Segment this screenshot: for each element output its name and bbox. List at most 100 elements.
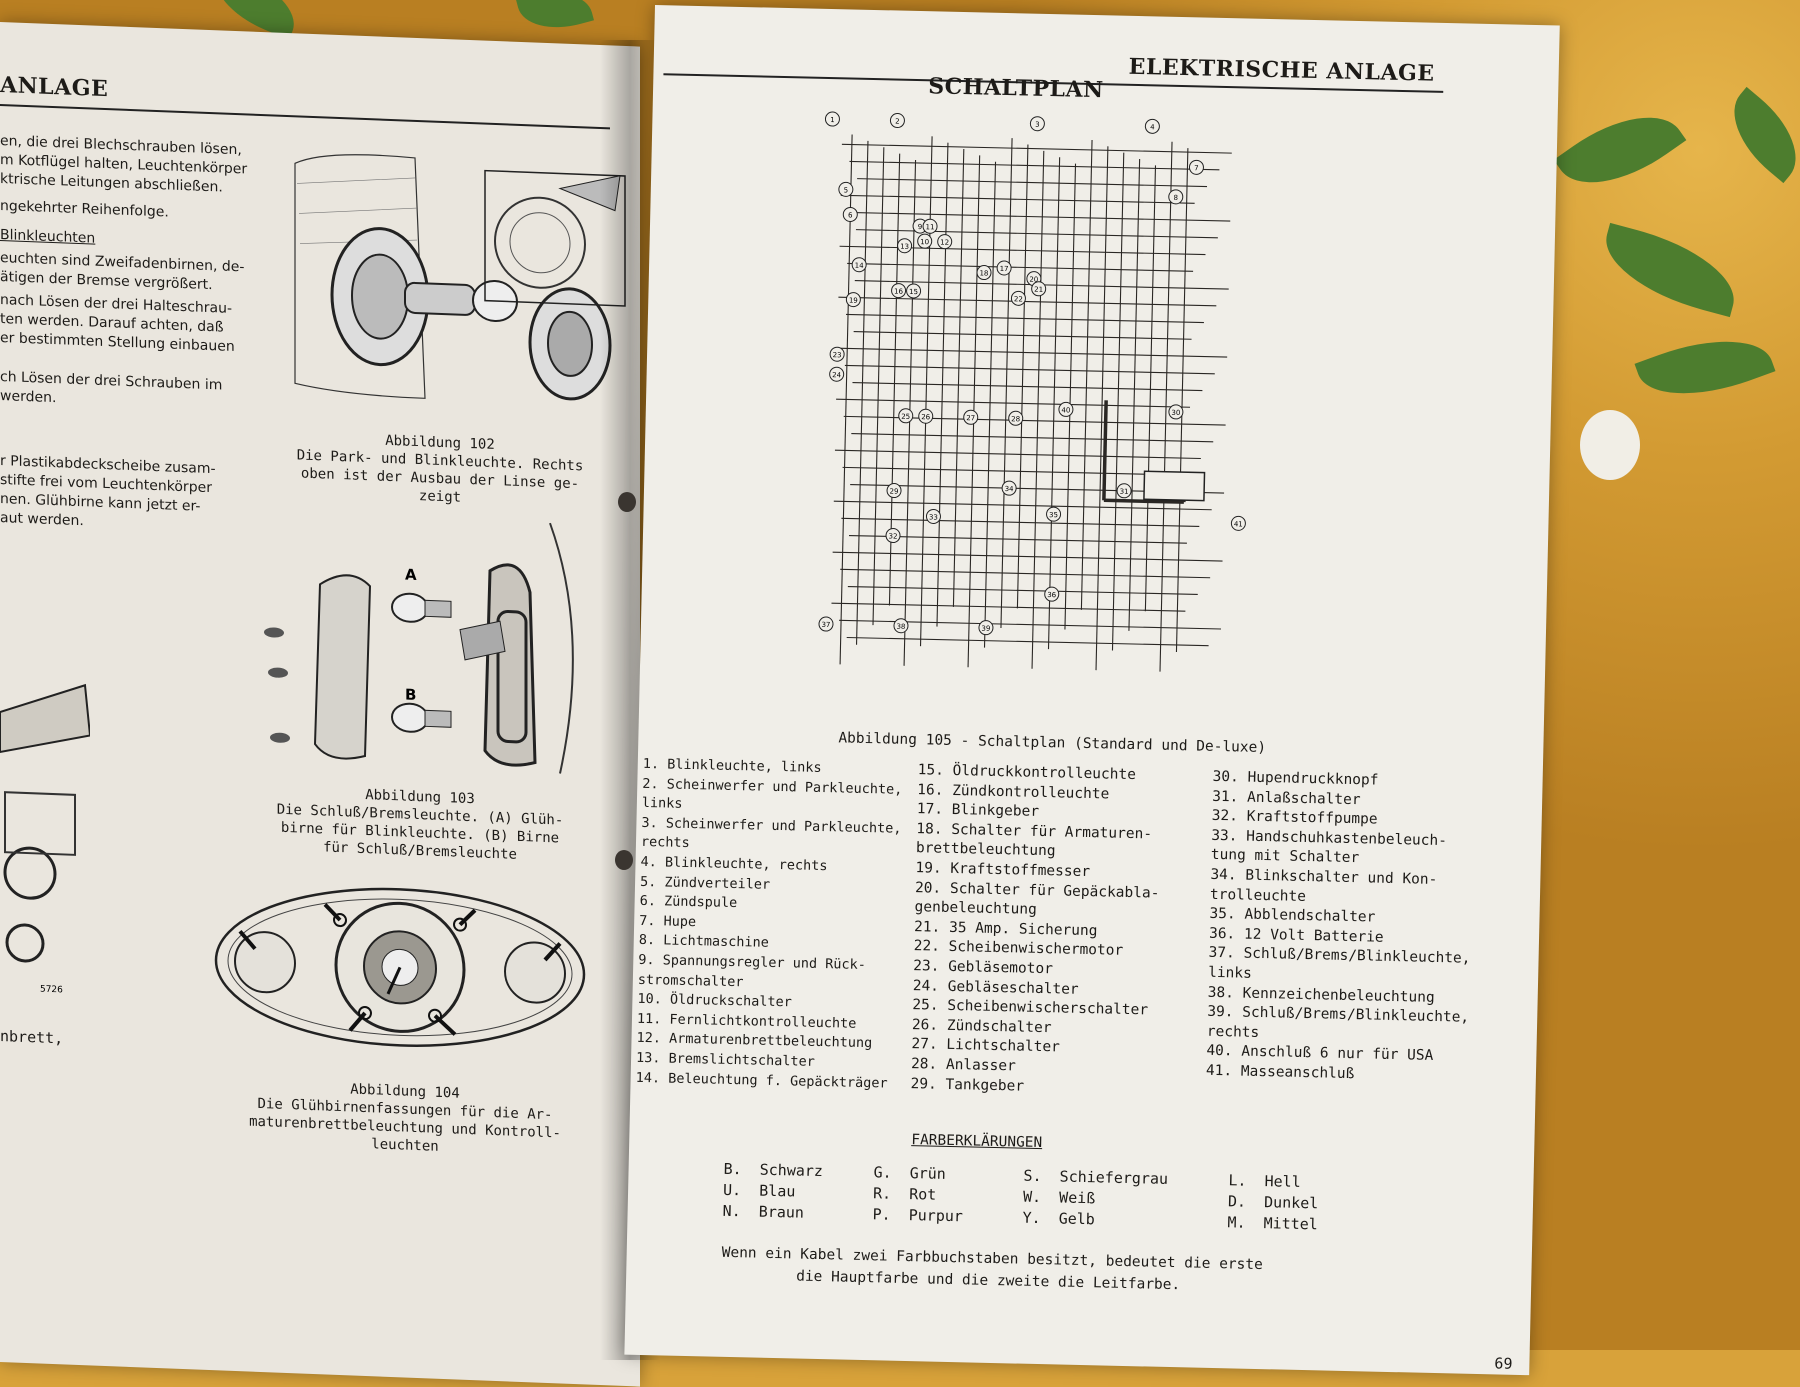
page-title: SCHALTPLAN <box>927 73 1104 104</box>
diagram-node-label: 30 <box>1171 409 1180 417</box>
diagram-component-node: 25 <box>898 408 914 424</box>
diagram-component-node: 26 <box>918 408 934 424</box>
color-key-cell: P. Purpur <box>872 1205 964 1226</box>
left-text-block: en, die drei Blechschrauben lösen, m Kot… <box>0 132 247 537</box>
wire <box>844 364 1215 375</box>
diagram-component-node: 1 <box>824 111 840 127</box>
wire <box>1064 163 1077 630</box>
wire <box>831 602 1186 612</box>
wire <box>1016 144 1029 609</box>
diagram-component-node: 15 <box>906 283 922 299</box>
diagram-component-node: 30 <box>1168 404 1184 420</box>
diagram-node-label: 4 <box>1150 123 1155 131</box>
diagram-component-node: 28 <box>1008 410 1024 426</box>
diagram-node-label: 23 <box>833 351 842 359</box>
diagram-node-label: 5 <box>844 186 849 194</box>
wire <box>1103 498 1184 504</box>
legend-column-3: 30. Hupendruckknopf 31. Anlaßschalter 32… <box>1206 768 1513 1088</box>
diagram-node-label: 1 <box>830 116 835 124</box>
wire <box>832 551 1223 562</box>
wire <box>841 517 1200 528</box>
diagram-component-node: 31 <box>1116 483 1132 499</box>
wire <box>952 149 965 607</box>
bulb-label-a: A <box>405 566 417 584</box>
diagram-node-label: 27 <box>966 414 975 422</box>
wire <box>836 398 1191 408</box>
diagram-node-label: 26 <box>921 413 931 421</box>
diagram-component-node: 11 <box>922 218 938 234</box>
wire <box>833 500 1212 511</box>
diagram-node-label: 40 <box>1061 406 1070 414</box>
diagram-node-label: 28 <box>1011 415 1020 423</box>
diagram-node-label: 19 <box>849 296 858 304</box>
binder-hole <box>615 850 633 870</box>
diagram-component-node: 4 <box>1144 118 1160 134</box>
diagram-node-label: 3 <box>1035 121 1040 129</box>
figure-102-caption: Abbildung 102 Die Park- und Blinkleuchte… <box>275 428 605 513</box>
diagram-component-node: 21 <box>1031 281 1047 297</box>
wire <box>855 229 1218 239</box>
bulb-label-b: B <box>405 686 416 704</box>
diagram-component-node: 34 <box>1001 480 1017 496</box>
battery-symbol <box>1143 470 1206 502</box>
wire <box>846 313 1204 324</box>
diagram-node-label: 34 <box>1005 485 1015 493</box>
diagram-node-label: 13 <box>900 243 909 251</box>
wire <box>838 296 1217 307</box>
diagram-component-node: 32 <box>885 528 901 544</box>
wire <box>842 466 1189 476</box>
diagram-component-node: 24 <box>829 366 845 382</box>
wire <box>837 347 1228 358</box>
wire <box>1000 138 1013 629</box>
diagram-node-label: 6 <box>848 211 853 219</box>
binder-hole <box>618 492 636 512</box>
diagram-node-label: 38 <box>896 623 905 631</box>
figure-103-caption: Abbildung 103 Die Schluß/Bremsleuchte. (… <box>250 782 590 867</box>
engine-fragment-illustration: 5726 <box>0 683 90 995</box>
figure-105-caption: Abbildung 105 - Schaltplan (Standard und… <box>838 730 1267 757</box>
wire <box>857 178 1208 188</box>
left-page: ANLAGE en, die drei Blechschrauben lösen… <box>0 22 640 1387</box>
figure-104-illustration <box>214 887 586 1047</box>
wire <box>853 331 1192 340</box>
diagram-node-label: 20 <box>1029 276 1038 284</box>
diagram-node-label: 31 <box>1120 488 1129 496</box>
diagram-node-label: 16 <box>894 287 904 295</box>
diagram-node-label: 18 <box>979 269 988 277</box>
fragment-text: nbrett, <box>0 1027 64 1048</box>
diagram-component-node: 23 <box>829 346 845 362</box>
diagram-component-node: 37 <box>818 616 834 632</box>
figure-102-illustration <box>294 154 626 401</box>
wire <box>1102 400 1108 501</box>
wire <box>983 161 997 648</box>
wire <box>1095 146 1109 671</box>
diagram-component-node: 3 <box>1029 116 1045 132</box>
right-page-header: ELEKTRISCHE ANLAGE <box>1128 53 1435 87</box>
diagram-node-label: 41 <box>1234 520 1243 528</box>
wire <box>849 534 1187 544</box>
diagram-node-label: 7 <box>1194 164 1199 172</box>
wire <box>1047 157 1061 650</box>
diagram-component-node: 5 <box>838 181 854 197</box>
wire <box>840 568 1211 579</box>
diagram-component-node: 14 <box>851 257 867 273</box>
diagram-component-node: 18 <box>976 265 992 281</box>
diagram-component-node: 16 <box>891 283 907 299</box>
diagram-component-node: 13 <box>897 238 913 254</box>
diagram-node-label: 32 <box>888 532 897 540</box>
wire <box>1080 139 1093 610</box>
diagram-component-node: 40 <box>1058 401 1074 417</box>
diagram-node-label: 11 <box>925 223 934 231</box>
wire <box>1128 159 1141 631</box>
diagram-component-node: 22 <box>1010 290 1026 306</box>
diagram-node-label: 9 <box>918 223 923 231</box>
diagram-component-node: 39 <box>978 620 994 636</box>
diagram-node-label: 36 <box>1047 591 1057 599</box>
wire <box>839 245 1206 256</box>
left-page-header: ANLAGE <box>0 72 109 103</box>
diagram-node-label: 17 <box>1000 265 1009 273</box>
diagram-component-node: 10 <box>917 233 933 249</box>
wire <box>1031 150 1045 669</box>
header-rule <box>0 104 610 130</box>
